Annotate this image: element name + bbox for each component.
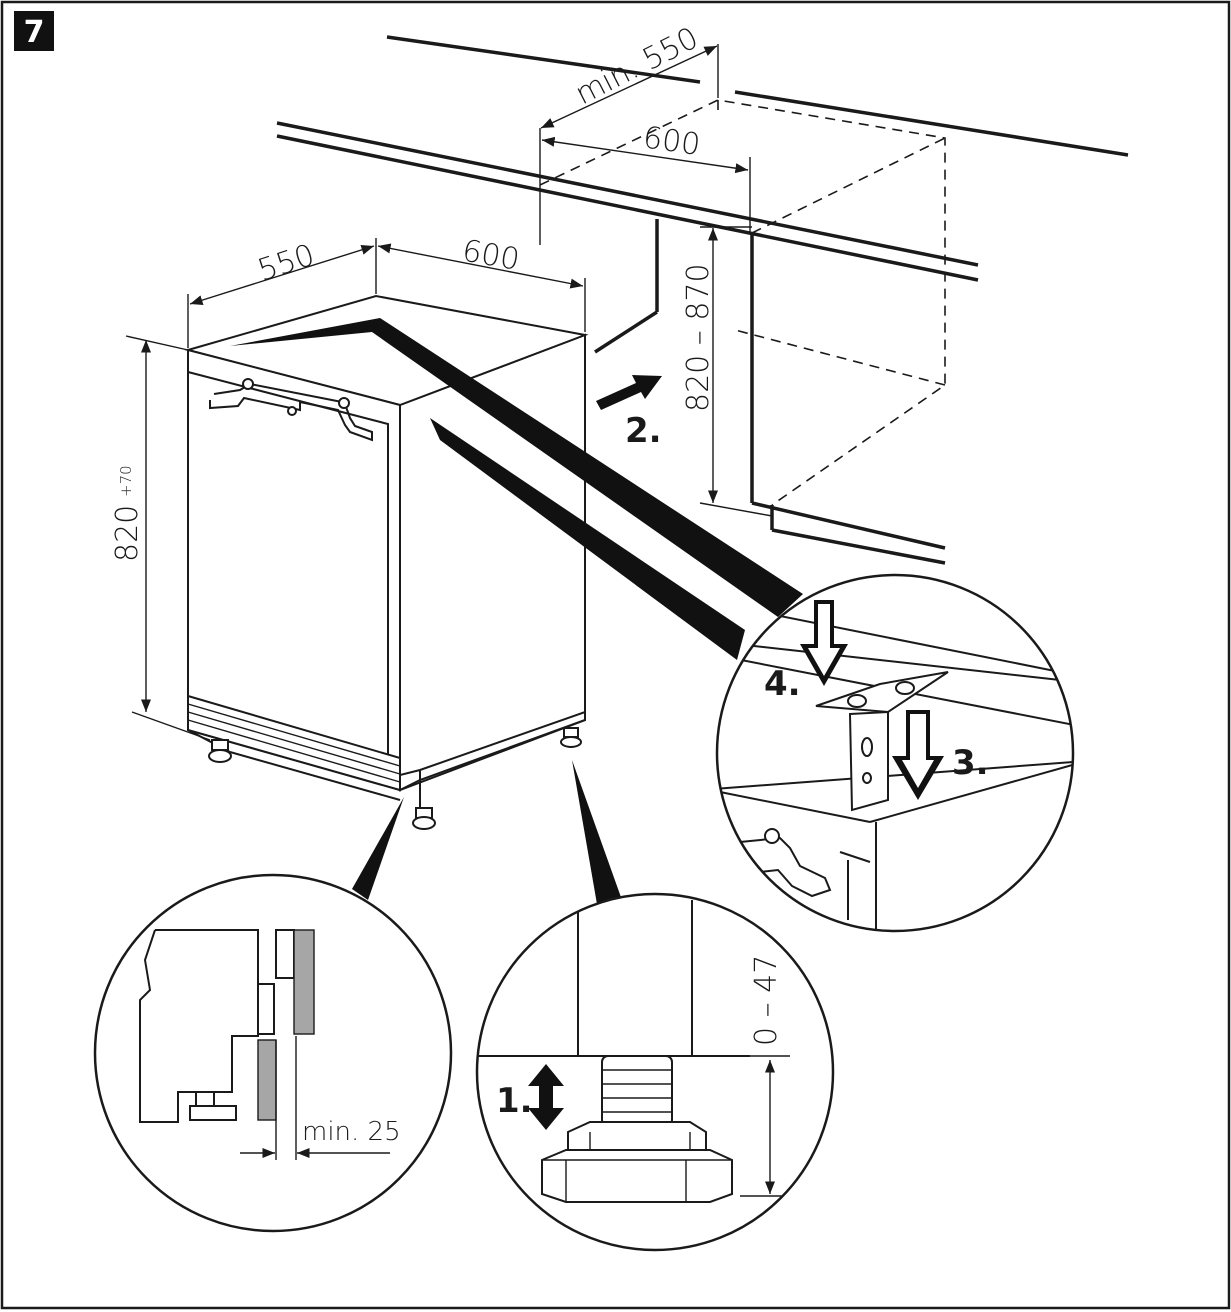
appliance-width-label: 600 — [460, 233, 522, 277]
mounting-bracket — [815, 671, 949, 812]
callout-beams — [230, 318, 803, 910]
plinth-clearance-detail — [93, 873, 453, 1233]
foot-front-left — [208, 739, 232, 763]
step-2-label: 2. — [625, 411, 662, 451]
step-4-down-arrow-icon — [800, 600, 848, 686]
figure-number-badge: 7 — [14, 11, 54, 51]
step-1-label: 1. — [496, 1081, 533, 1121]
adjustable-foot-detail — [475, 892, 835, 1252]
foot-adjust-label: 0 – 47 — [749, 955, 784, 1046]
foot-front-right — [412, 807, 436, 830]
step-4-label: 4. — [764, 664, 801, 704]
step-3-label: 3. — [952, 743, 989, 783]
appliance-height-tolerance: +70 — [117, 465, 135, 497]
appliance-height-label: 820 — [110, 505, 145, 562]
bracket-detail-callout — [715, 573, 1075, 933]
cabinet-dimension-lines — [539, 44, 773, 517]
plinth-clearance-label: min. 25 — [302, 1117, 401, 1147]
figure-number: 7 — [24, 15, 45, 50]
refrigerator-appliance — [184, 294, 589, 830]
adjust-height-arrow-icon — [528, 1064, 564, 1130]
cabinet-height-label: 820 – 870 — [681, 263, 716, 412]
appliance-depth-label: 550 — [254, 238, 319, 289]
appliance-dimension-lines — [125, 238, 586, 741]
push-in-arrow-icon — [596, 375, 662, 410]
step-3-down-arrow-icon — [892, 710, 944, 800]
foot-back-right — [560, 727, 582, 748]
cabinet-width-label: 600 — [641, 120, 703, 163]
